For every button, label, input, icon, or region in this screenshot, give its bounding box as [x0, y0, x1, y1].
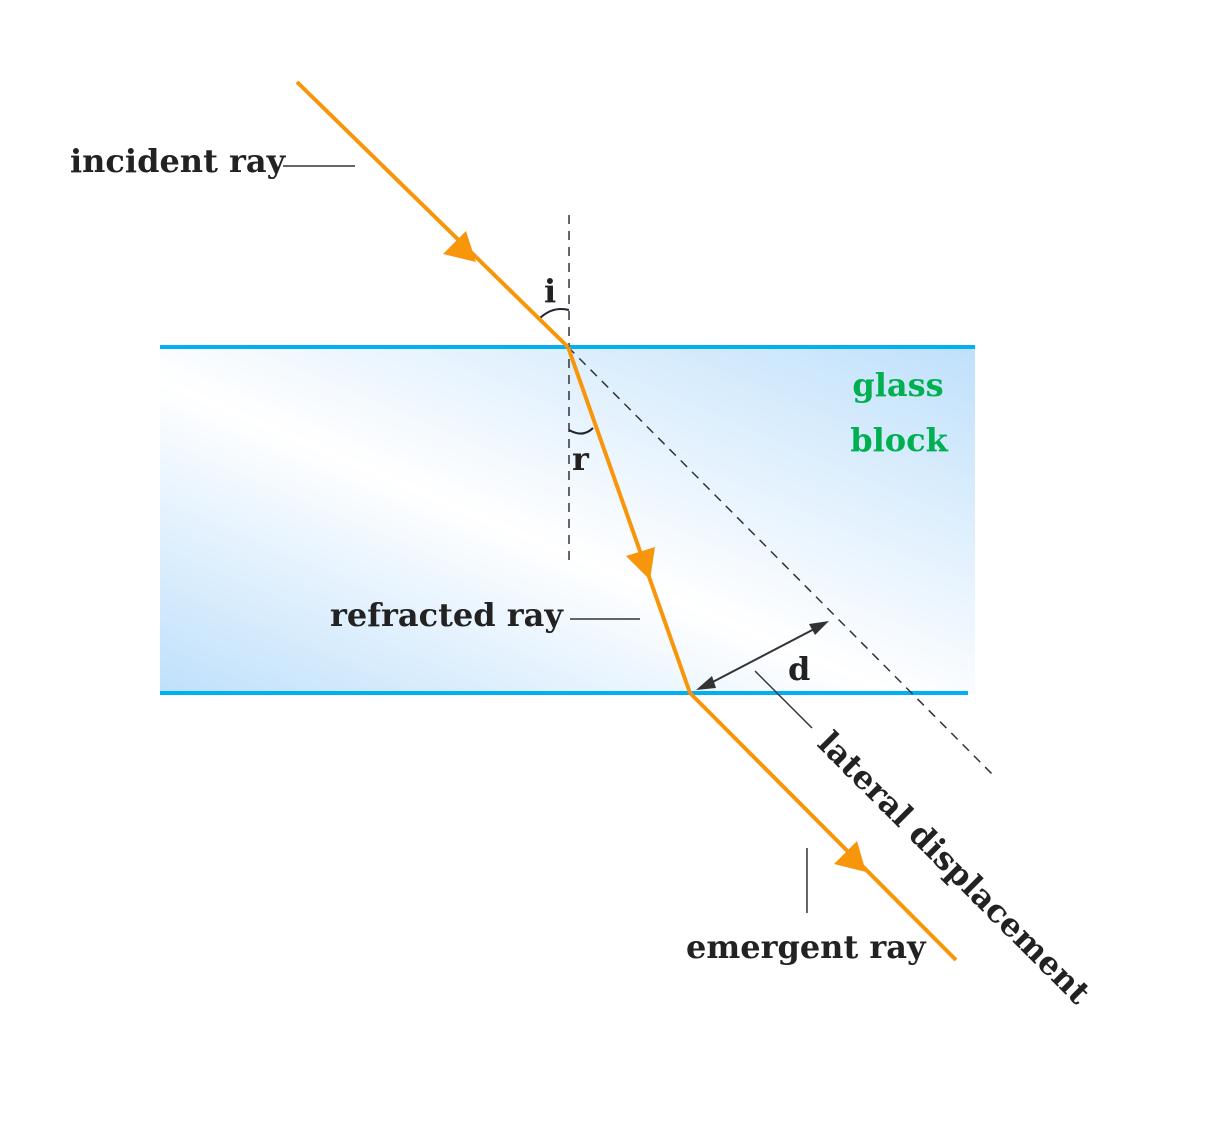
incident-ray-label: incident ray [70, 142, 287, 180]
refracted-ray-label: refracted ray [330, 596, 564, 634]
displacement-arrow [696, 621, 829, 690]
d-label: d [788, 650, 810, 688]
glass-label-line2: block [850, 421, 948, 459]
angle-r-arc [568, 427, 594, 435]
arrowhead-icon [809, 621, 829, 635]
rays [295, 80, 958, 962]
incident-ray [295, 80, 570, 349]
angle-r-label: r [572, 440, 590, 478]
emergent-arrowhead-icon [834, 841, 866, 872]
glass-label-line1: glass [852, 366, 943, 404]
arrowhead-icon [696, 676, 716, 690]
incident-extension-line [567, 346, 996, 778]
refracted-ray [566, 346, 692, 694]
angle-i-arc [539, 308, 570, 319]
lateral-leader [754, 670, 813, 729]
emergent-ray [688, 691, 958, 962]
emergent-ray-label: emergent ray [686, 928, 927, 966]
glass-block [160, 347, 975, 693]
incident-arrowhead-icon [443, 231, 476, 262]
refracted-arrowhead-icon [626, 547, 655, 580]
angle-i-label: i [544, 272, 556, 310]
